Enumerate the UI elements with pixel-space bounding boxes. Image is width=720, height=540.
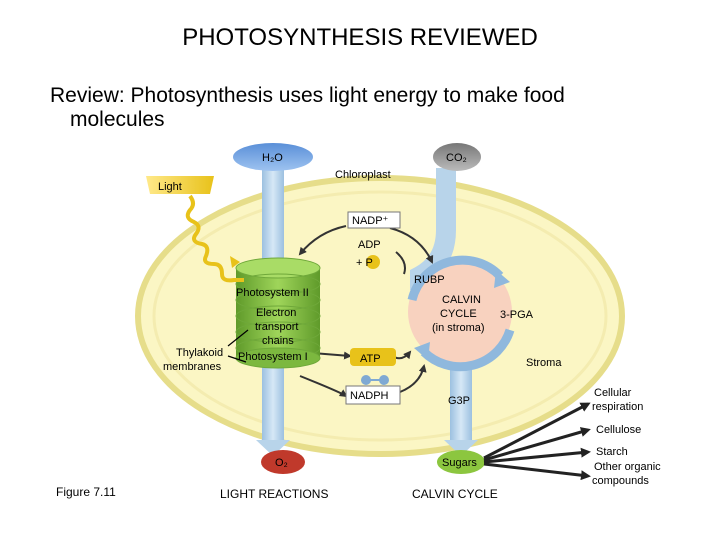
other-organic-label-1: Other organic <box>594 461 661 473</box>
oxygen-pipe <box>262 364 284 442</box>
calvin-cycle-circle <box>408 260 512 364</box>
arrow-to-other-organic <box>483 462 591 481</box>
calvin-cycle-arrowhead-2 <box>414 342 430 360</box>
rubp-label: RUBP <box>414 274 445 286</box>
calvin-label-1: CALVIN <box>442 294 481 306</box>
photosystem-1-label: Photosystem I <box>238 351 308 363</box>
thylakoid-pointer-1 <box>227 329 249 347</box>
o2-label: O₂ <box>275 457 288 469</box>
light-reactions-caption: LIGHT REACTIONS <box>220 487 328 501</box>
light-wave <box>185 194 244 283</box>
chloroplast-label: Chloroplast <box>335 169 391 181</box>
sugars-label: Sugars <box>442 457 477 469</box>
cellulose-label: Cellulose <box>596 424 641 436</box>
chloroplast-outer-membrane <box>135 175 625 457</box>
nadp-label: NADP⁺ <box>352 215 389 227</box>
nadph-label: NADPH <box>350 390 389 402</box>
other-organic-label-2: compounds <box>592 475 649 487</box>
nadph-box <box>345 385 401 405</box>
adp-label: ADP <box>358 239 381 251</box>
transport-label: transport <box>255 321 298 333</box>
light-badge <box>146 176 214 194</box>
thylakoid-pointer-2 <box>227 355 247 363</box>
oxygen-molecule-icon <box>261 450 305 474</box>
nadph-to-calvin-arrow <box>399 364 427 393</box>
calvin-cycle-arc-bottom <box>420 328 515 372</box>
arrow-to-cellular-respiration <box>483 402 591 460</box>
thylakoid-label-2: membranes <box>163 361 222 373</box>
water-pipe <box>262 168 284 264</box>
cellular-respiration-label-2: respiration <box>592 401 643 413</box>
plus-p-label: + P <box>356 257 373 269</box>
co2-molecule-icon <box>433 143 481 171</box>
g3p-pipe <box>450 368 472 442</box>
starch-label: Starch <box>596 446 628 458</box>
atp-badge <box>350 348 396 366</box>
calvin-cycle-arc-top <box>407 255 504 302</box>
arrow-to-cellulose <box>483 427 591 462</box>
3pga-label: 3-PGA <box>500 309 534 321</box>
page-title: PHOTOSYNTHESIS REVIEWED <box>182 24 538 51</box>
electron-label: Electron <box>256 307 296 319</box>
subtitle-line-2: molecules <box>70 108 165 131</box>
light-label: Light <box>158 181 182 193</box>
calvin-label-2: CYCLE <box>440 308 477 320</box>
light-wave-arrowhead <box>230 256 240 268</box>
page-subtitle: Review: Photosynthesis uses light energy… <box>50 84 690 132</box>
figure-number: Figure 7.11 <box>56 485 116 499</box>
light-to-nadph-arrow <box>299 375 348 398</box>
atp-label: ATP <box>360 353 381 365</box>
g3p-pipe-arrow <box>444 440 478 456</box>
calvin-label-3: (in stroma) <box>432 322 485 334</box>
thylakoid-stack <box>235 257 321 369</box>
calvin-cycle-arrowhead-1 <box>494 270 510 288</box>
arrow-to-starch <box>483 447 591 464</box>
chloroplast-inner-membrane <box>152 190 608 442</box>
h2o-label: H₂O <box>262 152 283 164</box>
oxygen-pipe-arrow <box>256 440 290 456</box>
subtitle-line-1: Review: Photosynthesis uses light energy… <box>50 84 565 107</box>
g3p-label: G3P <box>448 395 470 407</box>
adp-arrow <box>395 251 406 275</box>
nadp-return-arrow <box>298 225 347 256</box>
phosphate-circle <box>366 255 380 269</box>
thylakoid-label-1: Thylakoid <box>176 347 223 359</box>
sugars-icon <box>437 450 485 474</box>
nadp-arrow <box>389 227 434 264</box>
stroma-label: Stroma <box>526 357 562 369</box>
photosystem-2-label: Photosystem II <box>236 287 309 299</box>
nadp-box <box>347 211 401 229</box>
cellular-respiration-label-1: Cellular <box>594 387 632 399</box>
chains-label: chains <box>262 335 294 347</box>
co2-label: CO₂ <box>446 152 467 164</box>
calvin-cycle-caption: CALVIN CYCLE <box>412 487 498 501</box>
water-drop-icon <box>233 143 313 171</box>
